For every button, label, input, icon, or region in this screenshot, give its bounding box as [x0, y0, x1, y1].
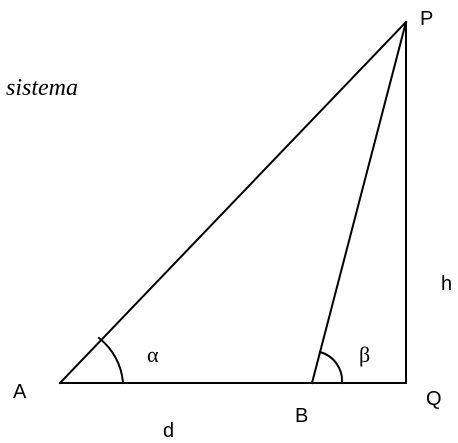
angle-label-beta: β [359, 342, 370, 367]
segment-label-h: h [441, 273, 452, 295]
segment-ap [58, 20, 408, 385]
segment-label-d: d [163, 420, 174, 442]
angle-label-alpha: α [147, 342, 159, 367]
caption-text: sistema [6, 75, 78, 101]
segment-bp [310, 20, 408, 385]
vertex-label-p: P [420, 8, 433, 30]
angle-arc-beta [318, 350, 344, 385]
vertex-label-q: Q [426, 388, 442, 410]
vertex-label-a: A [13, 381, 27, 403]
angle-arc-alpha [97, 336, 125, 385]
vertex-label-b: B [295, 405, 308, 427]
